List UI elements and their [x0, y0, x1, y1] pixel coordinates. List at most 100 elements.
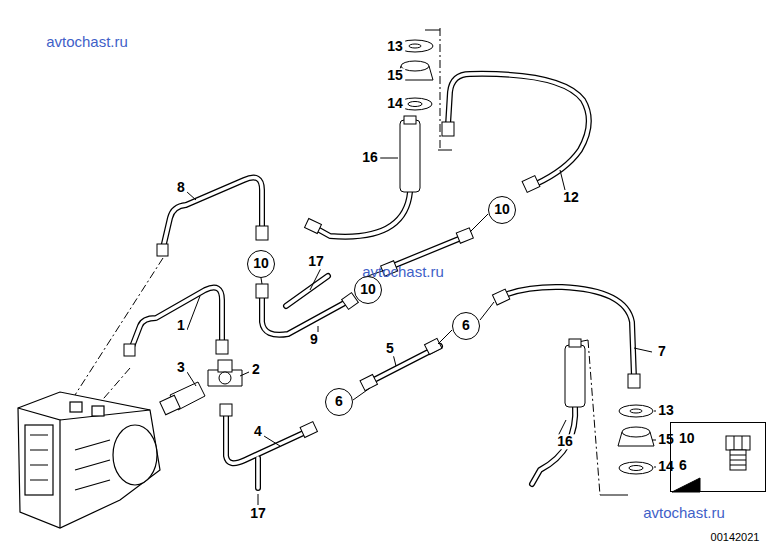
fittings: [124, 40, 750, 492]
pipe: [286, 276, 328, 306]
grommet-top: [401, 61, 429, 71]
assembly-line: [600, 495, 628, 496]
pipe: [262, 292, 350, 335]
leader-line: [380, 158, 398, 159]
assembly-line: [440, 28, 441, 150]
callout-number: 9: [308, 332, 320, 347]
callout-circle: 6: [325, 388, 353, 416]
abs-unit: [18, 392, 160, 528]
watermark: avtochast.ru: [641, 505, 727, 522]
callout-number: 12: [561, 190, 581, 205]
brake-hose: [565, 345, 585, 407]
pipe-nut: [442, 122, 454, 136]
pipe-nut: [360, 374, 377, 390]
callout-number: 6: [335, 394, 343, 409]
washer-hole: [408, 102, 422, 107]
callout-number: 5: [384, 341, 396, 356]
pipe-nut: [256, 284, 268, 298]
abs-port: [70, 402, 82, 412]
callout-number: 15: [385, 68, 405, 83]
callout-number: 13: [385, 39, 405, 54]
watermark: avtochast.ru: [44, 34, 130, 51]
callout-number: 10: [360, 282, 376, 297]
assembly-line: [588, 340, 600, 495]
callout-number: 10: [679, 431, 695, 446]
abs-motor: [113, 425, 157, 485]
fitting-icon-facet: [734, 436, 742, 450]
sensor-plug: [160, 395, 180, 414]
leader-line: [480, 302, 494, 320]
brake-hose: [400, 120, 420, 192]
callout-number: 10: [494, 202, 510, 217]
pipe: [532, 405, 575, 484]
leader-line: [560, 170, 565, 190]
washer-hole: [629, 466, 643, 471]
assembly-line: [425, 30, 440, 31]
callout-circle: 10: [247, 250, 275, 278]
pipe: [163, 178, 262, 248]
leader-line: [240, 372, 249, 376]
fitting-icon-nut: [726, 436, 750, 450]
callout-number: 14: [656, 459, 676, 474]
pipe-nut: [220, 404, 232, 416]
callout-number: 3: [175, 360, 187, 375]
assembly-line: [438, 150, 452, 151]
pipe: [163, 178, 262, 248]
fitting-icon-ribs: [730, 455, 746, 465]
callout-number: 17: [306, 254, 326, 269]
leader-line: [187, 296, 200, 330]
abs-edge: [18, 408, 60, 528]
pipe: [256, 458, 260, 488]
pipe: [448, 74, 589, 184]
pipe: [226, 412, 310, 463]
washer-hole: [630, 409, 642, 413]
callout-number: 1: [175, 318, 187, 333]
washer-hole: [409, 44, 421, 48]
pipe: [286, 276, 328, 306]
tee-piece: [208, 370, 242, 386]
pipe-fill: [130, 74, 634, 488]
dash-lines: [75, 28, 628, 495]
tee-port: [218, 360, 232, 372]
leader-line: [470, 214, 488, 232]
pipe-nut: [628, 374, 640, 388]
pipe-nut: [456, 228, 473, 243]
corner-mark: [672, 478, 700, 492]
callout-number: 6: [679, 458, 687, 473]
callout-number: 14: [385, 96, 405, 111]
brake-pipes: [130, 74, 634, 488]
pipe-nut: [157, 244, 168, 256]
pipe-nut: [300, 422, 317, 438]
callout-number: 4: [252, 424, 264, 439]
pipe: [262, 292, 350, 335]
pipe: [312, 192, 410, 237]
pipe-nut: [424, 338, 441, 354]
leader-line: [264, 436, 280, 446]
callout-circle: 6: [452, 312, 480, 340]
pipe: [532, 405, 575, 484]
grommet-top: [622, 427, 650, 437]
leader-line: [318, 326, 319, 332]
callout-number: 13: [656, 403, 676, 418]
figure-code: 00142021: [709, 531, 762, 543]
callout-number: 8: [175, 180, 187, 195]
fitting-icon-thread: [730, 450, 746, 470]
hose-end: [404, 116, 416, 124]
hose-end: [569, 339, 581, 347]
leader-line: [353, 388, 370, 400]
pipe-nut: [522, 176, 540, 193]
leader-line: [634, 348, 652, 352]
pipe-nut: [216, 340, 228, 354]
callout-number: 17: [248, 506, 268, 521]
leader-line: [310, 268, 321, 290]
callout-number: 2: [250, 362, 262, 377]
pipe-nut: [492, 289, 509, 305]
leader-line: [187, 372, 196, 386]
pipe-nut: [305, 219, 322, 234]
abs-connector: [25, 425, 53, 495]
callout-number: 16: [555, 434, 575, 449]
callout-number: 6: [462, 318, 470, 333]
callout-number: 15: [656, 432, 676, 447]
abs-port: [92, 406, 104, 416]
